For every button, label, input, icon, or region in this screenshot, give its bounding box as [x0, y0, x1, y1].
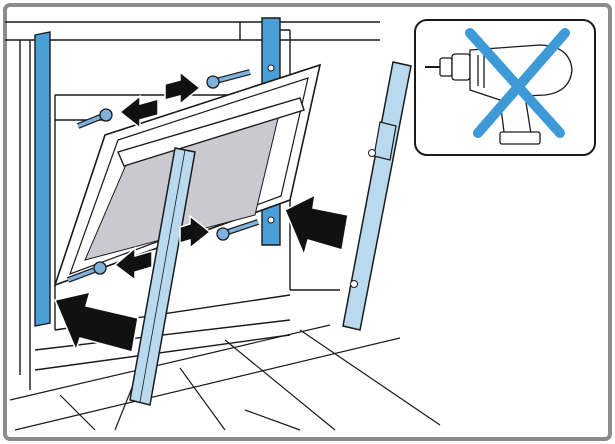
arrow-double-bottom	[113, 214, 212, 282]
loose-strip-tab	[373, 121, 397, 161]
loose-strip-hole-bottom	[350, 280, 358, 288]
arrow-double-top	[118, 70, 202, 130]
arrow-push-right-strip	[284, 193, 349, 258]
door-inner-edge	[69, 77, 309, 276]
no-drill-inset	[414, 19, 596, 156]
left-side-strip	[34, 31, 51, 327]
screw-top-left	[76, 108, 113, 129]
loose-strip-hole-top	[368, 149, 376, 157]
screw-top-right	[206, 69, 251, 89]
screw-bottom-left	[66, 261, 107, 283]
door-handle	[117, 97, 305, 167]
cross-out-icon	[465, 28, 570, 138]
arrow-push-left-strip	[53, 290, 139, 353]
screw-bottom-right	[216, 219, 259, 241]
strip-hole-top	[267, 64, 275, 72]
strip-hole-bottom	[267, 216, 275, 224]
